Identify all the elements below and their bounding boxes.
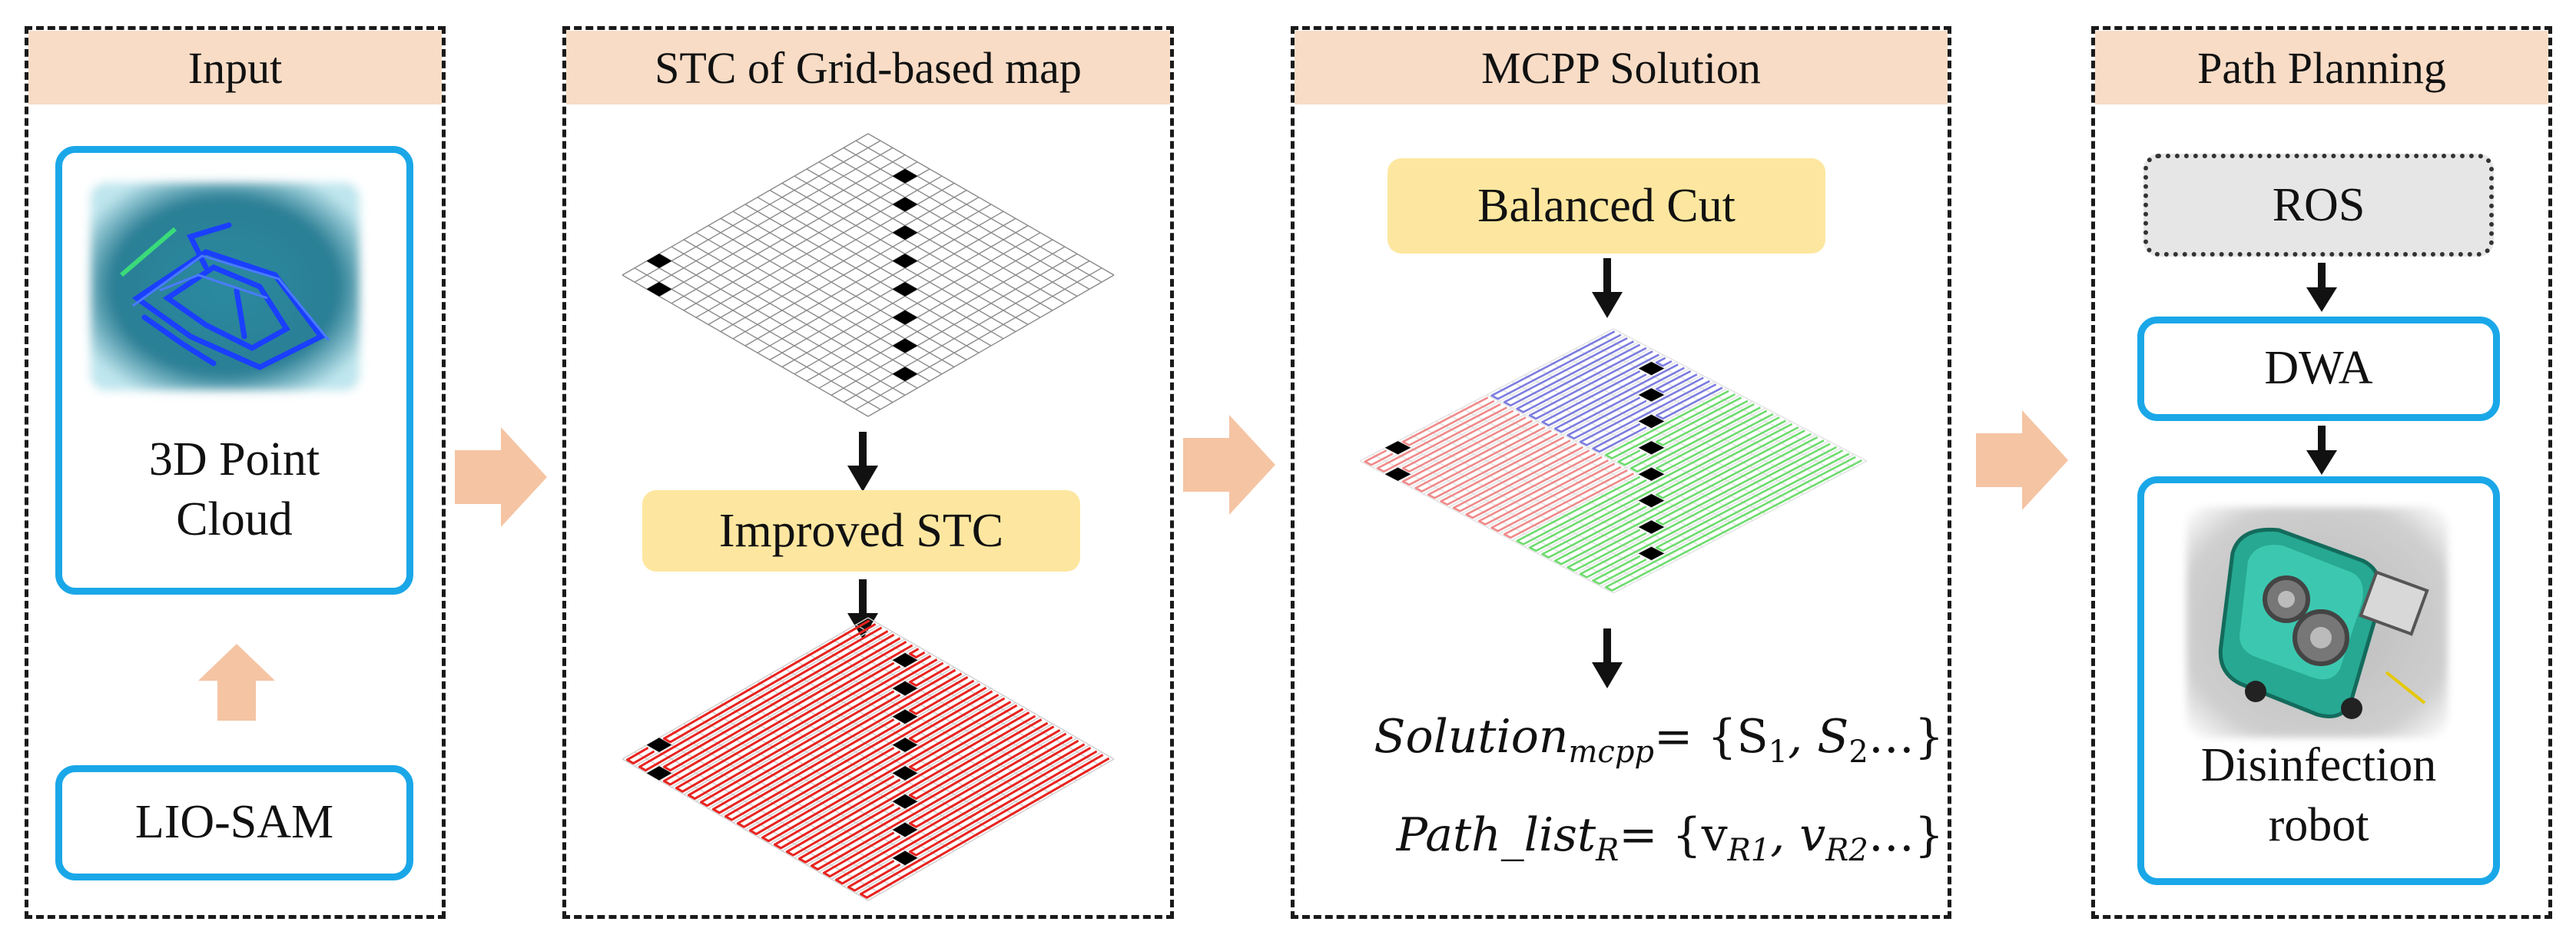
solution-subscript: mcpp (1568, 734, 1655, 770)
robot-label: Disinfection robot (2200, 739, 2437, 851)
stc-panel (562, 26, 1174, 919)
obstacle-cell (1385, 441, 1411, 455)
obstacle-cell (893, 338, 917, 353)
solution-rhs: = {S (1654, 710, 1769, 764)
coverage-path (1490, 330, 1723, 453)
path-mid: , v (1770, 808, 1826, 862)
coverage-path (625, 619, 1110, 899)
down-arrow (1592, 258, 1623, 318)
obstacle-cell (1639, 520, 1664, 534)
obstacle-cell (893, 681, 917, 696)
obstacle-cell (1639, 388, 1664, 402)
obstacle-cell (893, 225, 917, 240)
path-subscript: R (1596, 833, 1620, 868)
stc-header: STC of Grid-based map (566, 31, 1170, 104)
obstacle-cell (1639, 546, 1664, 560)
obstacle-cell (893, 822, 917, 837)
balanced-cut-box: Balanced Cut (1387, 158, 1825, 254)
obstacle-cell (893, 366, 917, 381)
point-cloud-image (91, 183, 360, 390)
solution-s2-sub: 2 (1848, 734, 1868, 770)
obstacle-cell (647, 282, 671, 297)
obstacle-cell (893, 197, 917, 212)
path-end: …} (1868, 808, 1944, 862)
path-v1-sub: R1 (1727, 833, 1771, 868)
planning-header: Path Planning (2095, 31, 2548, 104)
obstacle-cell (893, 254, 917, 268)
flow-arrow-right (1976, 410, 2068, 510)
down-arrow (1592, 628, 1623, 688)
obstacle-cells (647, 169, 917, 381)
obstacle-cell (1639, 441, 1664, 455)
solution-mid: , S (1788, 710, 1849, 764)
dwa-box: DWA (2137, 317, 2500, 421)
mcpp-header: MCPP Solution (1295, 31, 1948, 104)
ros-box: ROS (2143, 154, 2494, 257)
input-panel (25, 26, 446, 919)
lio-sam-box: LIO-SAM (55, 765, 413, 880)
obstacle-cell (1385, 467, 1411, 481)
obstacle-cell (647, 254, 671, 268)
grid-lines (1359, 328, 1868, 594)
grid-lines (622, 617, 1115, 901)
obstacle-cell (893, 169, 917, 184)
flow-arrow-right (1183, 415, 1275, 515)
stc-path-map (622, 617, 1115, 901)
obstacle-cell (1639, 467, 1664, 481)
path-rhs: = {v (1619, 808, 1728, 862)
input-header: Input (28, 31, 442, 104)
path-v2-sub: R2 (1825, 833, 1868, 868)
down-arrow (2306, 263, 2337, 312)
flow-arrow-up (198, 644, 275, 721)
point-cloud-label: 3D Point Cloud (148, 433, 320, 545)
mcpp-panel (1291, 26, 1951, 919)
path-list-formula: Path_listR= {vR1, vR2…} (1329, 808, 1944, 868)
obstacle-cell (893, 282, 917, 297)
solution-end: …} (1868, 710, 1944, 764)
path-name: Path_list (1396, 808, 1596, 862)
obstacle-cell (893, 310, 917, 325)
solution-formula: Solutionmcpp= {S1, S2…} (1329, 710, 1944, 770)
solution-s1-sub: 1 (1768, 734, 1789, 770)
improved-stc-box: Improved STC (642, 490, 1080, 572)
mcpp-region-map (1359, 328, 1868, 594)
grid-map (622, 133, 1115, 417)
down-arrow (2306, 426, 2337, 475)
coverage-path (1364, 396, 1635, 539)
planning-panel (2091, 26, 2552, 919)
coverage-path (1516, 390, 1863, 592)
solution-name: Solution (1374, 710, 1569, 764)
robot-image (2186, 507, 2448, 738)
grid-lines (622, 133, 1115, 417)
down-arrow (847, 432, 878, 492)
flow-arrow-right (455, 427, 547, 527)
